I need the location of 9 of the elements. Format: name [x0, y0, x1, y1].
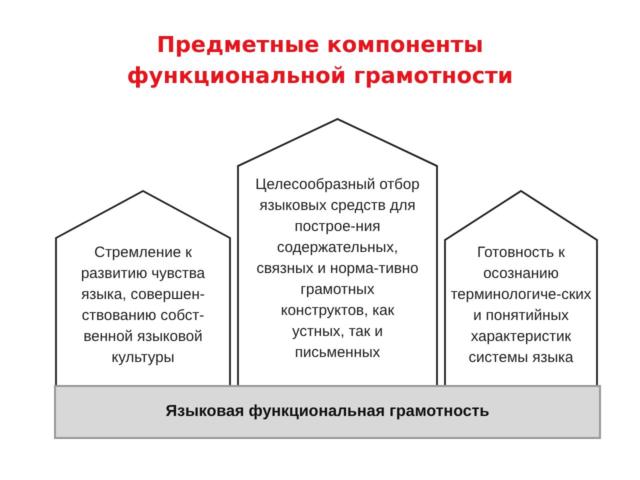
house-shape [444, 190, 598, 386]
house-text: Стремление к развитию чувства языка, совершен-ствованию собст-венной языковой культуры [80, 243, 206, 368]
base-label: Языковая функциональная грамотность [164, 402, 490, 422]
house-shape [55, 190, 231, 386]
house-text: Целесообразный отбор языковых средств для построе-ния содержательных, связных и норма-тивно грамотных конструктов, как устных, так и письменных [255, 175, 420, 363]
house-text: Готовность к осознанию терминологиче-ских и понятийных характеристик системы языка [450, 243, 592, 368]
house-shape [237, 118, 438, 386]
title: Предметные компоненты функциональной грамотности [126, 32, 514, 91]
base-bar [55, 386, 600, 438]
